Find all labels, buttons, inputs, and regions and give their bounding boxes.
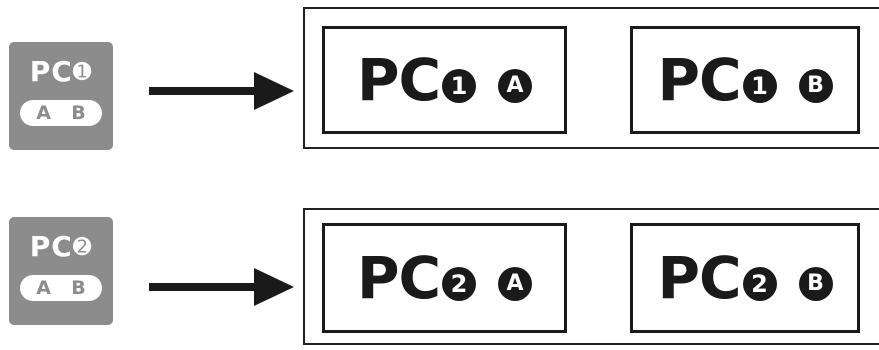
pc1-b-num-badge: 1	[742, 69, 777, 103]
pc2-a-port-badge: A	[498, 267, 533, 301]
pc1-key-pill: A B	[20, 100, 102, 126]
pc2-key-num: ➋	[72, 235, 93, 260]
pc2-key-b: B	[71, 277, 86, 299]
pc2-key-a: A	[36, 277, 51, 299]
pc1-key-a: A	[36, 102, 51, 124]
pc1-key-b: B	[71, 102, 86, 124]
pc1-b-label: PC	[657, 46, 741, 114]
pc1-key-num: ➊	[72, 60, 93, 85]
pc2-key-pill: A B	[20, 275, 102, 301]
pc2-a-label: PC	[356, 244, 441, 312]
pc1-key-text: PC	[29, 55, 73, 88]
pc2-b-num-badge: 2	[742, 267, 777, 301]
pc2-key-icon[interactable]: PC➋ A B	[9, 217, 113, 325]
pc2-a-num-badge: 2	[442, 267, 477, 301]
arrow-right-icon	[149, 72, 294, 110]
pc1-key-icon[interactable]: PC➊ A B	[9, 42, 113, 150]
pc2-key-text: PC	[29, 230, 73, 263]
pc1-key-label: PC➊	[9, 56, 113, 89]
pc1-a-port-badge: A	[498, 69, 533, 103]
pc2-key-label: PC➋	[9, 231, 113, 264]
pc1-a-label: PC	[356, 46, 441, 114]
arrow-right-icon	[149, 268, 294, 306]
pc1-a-num-badge: 1	[442, 69, 477, 103]
pc1-b-port-badge: B	[798, 69, 833, 103]
pc2-b-label: PC	[657, 244, 741, 312]
pc2-b-port-badge: B	[798, 267, 833, 301]
